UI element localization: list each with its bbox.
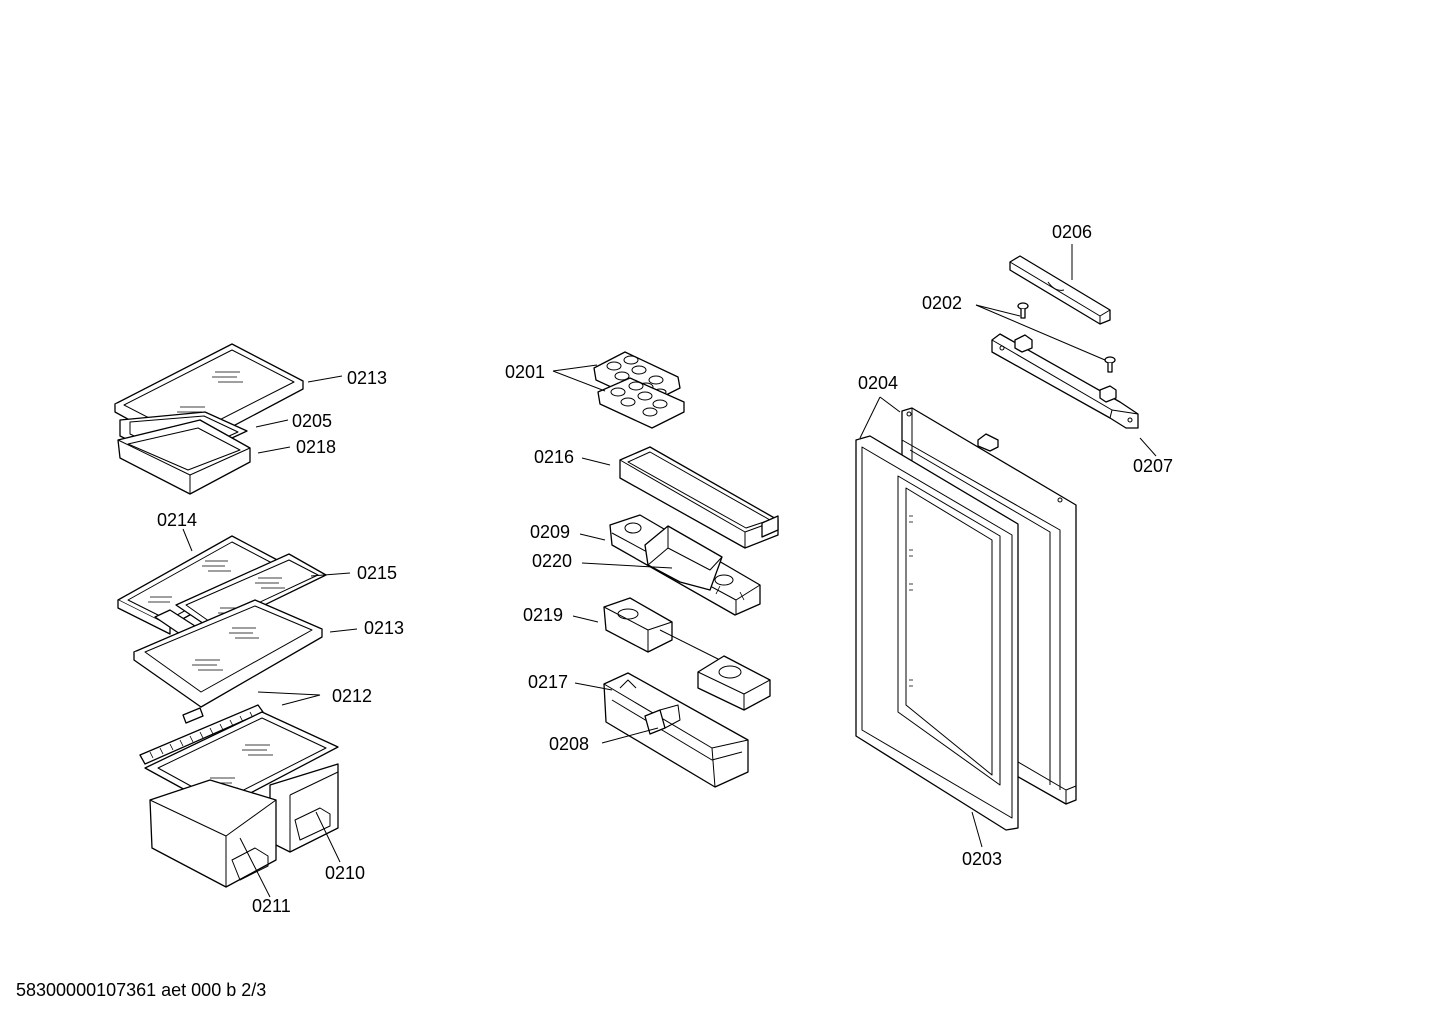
label-0207: 0207	[1133, 456, 1173, 476]
door-gasket	[855, 435, 1019, 831]
label-0203: 0203	[962, 849, 1002, 869]
door-shelf-long	[619, 446, 779, 549]
label-0213-lower: 0213	[364, 618, 404, 638]
document-footer-code: 58300000107361 aet 000 b 2/3	[16, 980, 267, 1000]
label-0216: 0216	[534, 447, 574, 467]
label-0215: 0215	[357, 563, 397, 583]
hinge-bracket	[991, 333, 1139, 429]
butter-lid	[644, 525, 723, 591]
label-0204: 0204	[858, 373, 898, 393]
label-0217: 0217	[528, 672, 568, 692]
crisper-drawer-left	[149, 779, 277, 888]
label-0213-top: 0213	[347, 368, 387, 388]
label-0218: 0218	[296, 437, 336, 457]
hinge-cover	[1009, 255, 1111, 325]
label-0208: 0208	[549, 734, 589, 754]
label-0209: 0209	[530, 522, 570, 542]
glass-shelf-lower	[133, 599, 323, 708]
leader-lines	[182, 244, 1157, 898]
label-0205: 0205	[292, 411, 332, 431]
small-holder-right	[697, 655, 771, 711]
bottle-divider	[644, 704, 681, 735]
label-0214: 0214	[157, 510, 197, 530]
holder-rail	[659, 629, 721, 661]
label-0210: 0210	[325, 863, 365, 883]
small-holder-left	[603, 597, 673, 653]
label-0206: 0206	[1052, 222, 1092, 242]
tray-drawer	[117, 419, 251, 495]
bottle-shelf	[603, 672, 749, 788]
egg-trays	[593, 351, 685, 429]
screw-right	[1104, 356, 1116, 373]
label-0220: 0220	[532, 551, 572, 571]
label-0211: 0211	[252, 896, 291, 916]
label-0202: 0202	[922, 293, 962, 313]
screw-left	[1017, 302, 1029, 319]
label-0219: 0219	[523, 605, 563, 625]
label-0201: 0201	[505, 362, 545, 382]
label-0212: 0212	[332, 686, 372, 706]
